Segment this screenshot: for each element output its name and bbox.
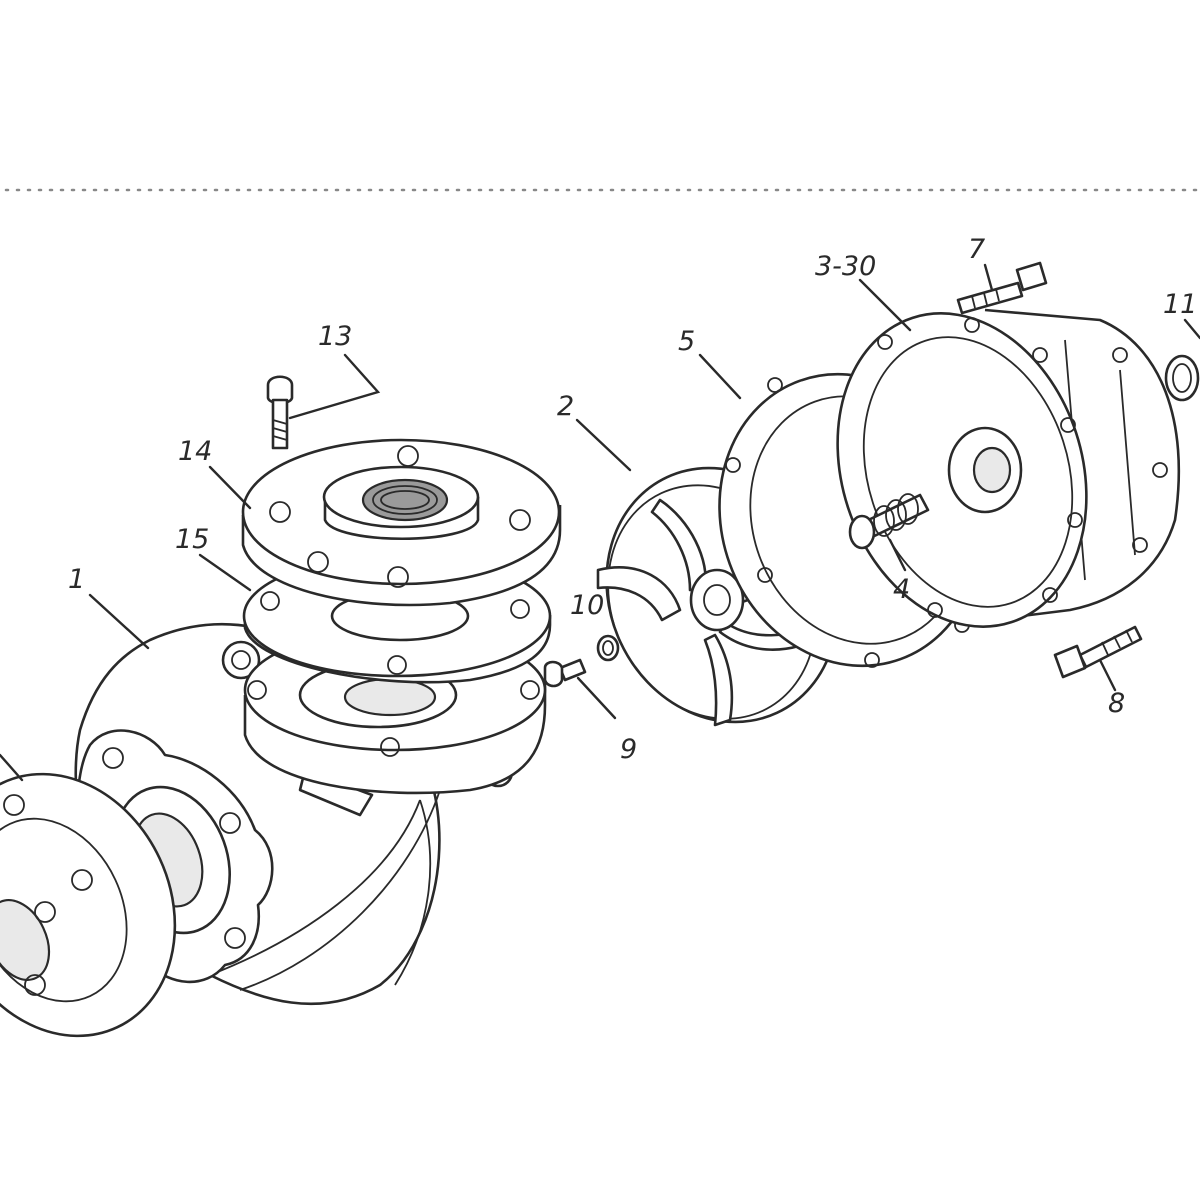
leader-14	[208, 465, 252, 510]
part-11-o-ring	[1164, 354, 1200, 402]
leader-1-left	[0, 753, 24, 782]
label-11: 11	[1163, 289, 1197, 320]
leader-8	[1098, 658, 1117, 692]
leader-9	[576, 676, 617, 720]
label-10: 10	[570, 590, 604, 621]
leader-2	[575, 418, 632, 472]
label-4: 4	[893, 574, 910, 605]
label-2: 2	[557, 391, 574, 422]
leader-1	[88, 593, 150, 650]
part-4-shaft-stud	[848, 493, 930, 550]
leader-3-30	[858, 278, 912, 332]
leader-15	[198, 553, 252, 592]
label-15: 15	[175, 524, 209, 555]
part-3-30-back-cover	[836, 308, 1181, 628]
left-partial-flange	[0, 772, 177, 1038]
label-8: 8	[1108, 688, 1125, 719]
label-5: 5	[678, 326, 695, 357]
label-14: 14	[178, 436, 212, 467]
part-10-o-ring	[596, 634, 620, 662]
part-8-bolt	[1053, 625, 1143, 679]
part-13-bolt	[266, 375, 294, 450]
leader-7	[983, 263, 994, 292]
leader-13	[288, 353, 381, 420]
leader-11	[1183, 318, 1200, 340]
label-1: 1	[68, 564, 85, 595]
part-7-bolt	[956, 261, 1048, 315]
label-3-30: 3-30	[815, 251, 876, 282]
label-7: 7	[968, 234, 985, 265]
label-13: 13	[318, 321, 352, 352]
leader-4	[888, 538, 907, 572]
part-9-screw	[543, 658, 587, 688]
leader-5	[698, 353, 742, 400]
part-14-discharge-flange	[241, 438, 562, 607]
label-9: 9	[620, 734, 637, 765]
